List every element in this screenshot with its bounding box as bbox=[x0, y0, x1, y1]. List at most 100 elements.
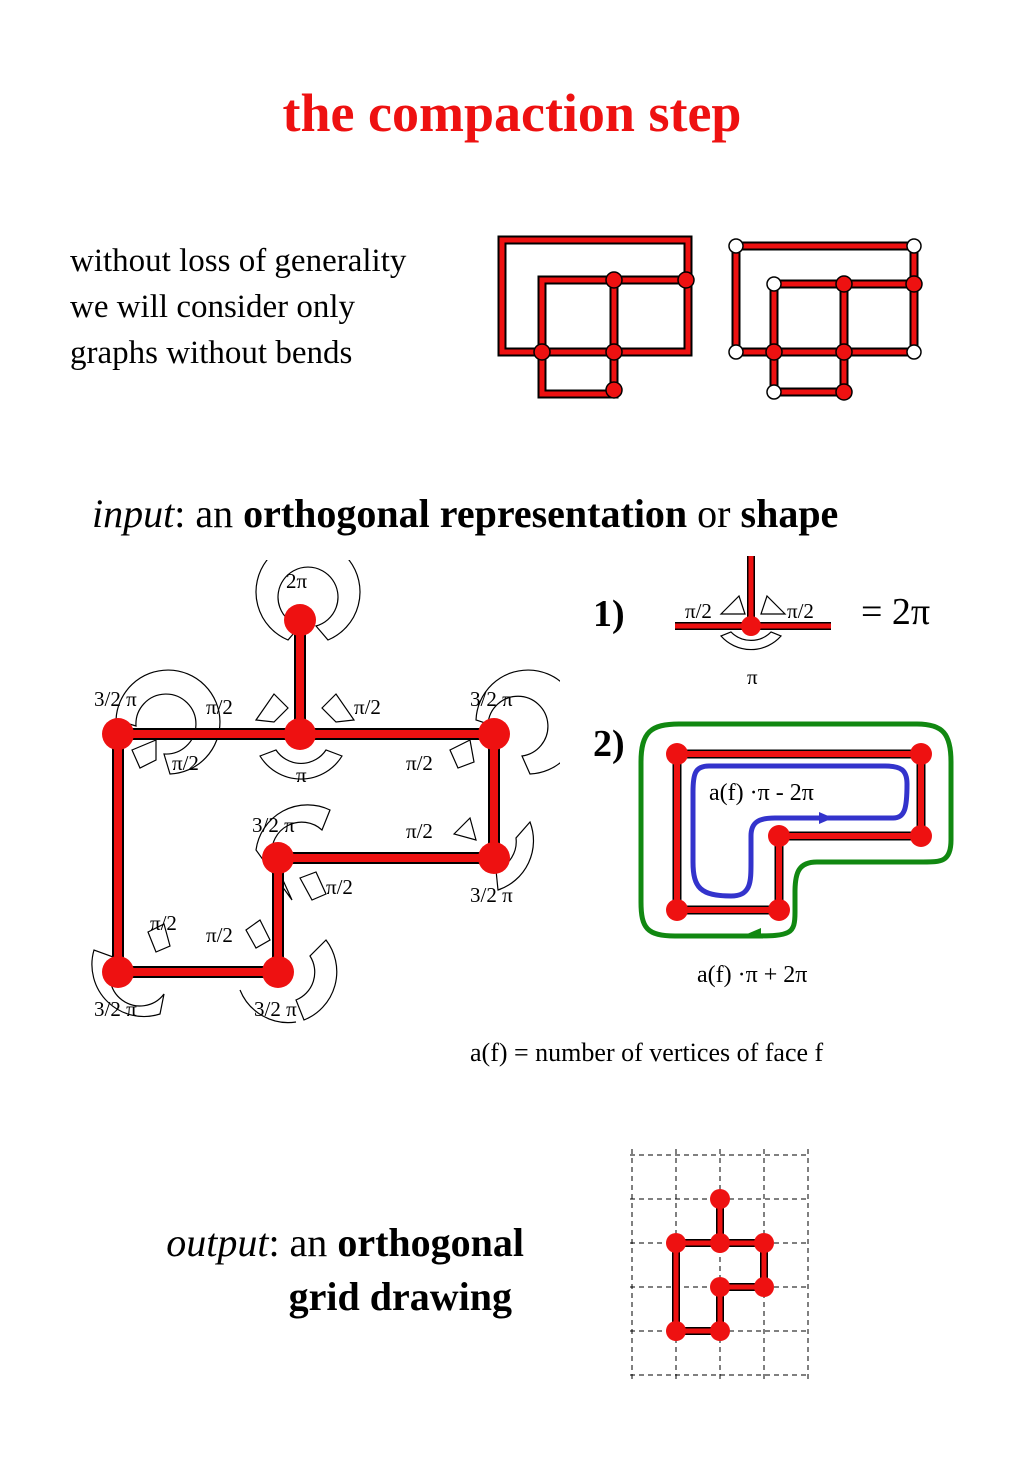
intro-line-1: without loss of generality bbox=[70, 243, 407, 279]
outer-arrow-icon bbox=[747, 928, 761, 938]
vertex bbox=[768, 899, 790, 921]
vertex bbox=[741, 616, 761, 636]
vertex bbox=[905, 275, 923, 293]
angle-label: 3/2 π bbox=[94, 687, 137, 711]
output-label: output bbox=[166, 1220, 269, 1265]
vertex bbox=[910, 743, 932, 765]
intro-line-3: graphs without bends bbox=[70, 335, 353, 371]
vertex bbox=[605, 271, 623, 289]
orthogonal-representation-diagram: 2π 3/2 π π/2 π/2 3/2 π π/2 π π/2 3/2 π π… bbox=[91, 560, 560, 1024]
rule-1-result: = 2π bbox=[861, 591, 930, 633]
vertex bbox=[605, 381, 623, 399]
rule-1-bottom-label: π bbox=[747, 665, 758, 689]
angle-label: π/2 bbox=[406, 751, 433, 775]
input-term-2: shape bbox=[740, 491, 839, 536]
input-heading: input: an orthogonal representation or s… bbox=[92, 490, 838, 537]
vertex bbox=[666, 1233, 686, 1253]
vertex bbox=[677, 271, 695, 289]
dummy-vertex bbox=[906, 238, 922, 254]
vertex bbox=[533, 343, 551, 361]
vertex bbox=[262, 842, 294, 874]
angle-label: 3/2 π bbox=[470, 883, 513, 907]
vertex bbox=[768, 825, 790, 847]
angle-label: π/2 bbox=[150, 911, 177, 935]
output-heading: output: an orthogonal grid drawing bbox=[116, 1216, 524, 1324]
inner-arrow-icon bbox=[819, 812, 833, 824]
rule-1-right-label: π/2 bbox=[787, 599, 814, 623]
grid-lines bbox=[630, 1149, 810, 1381]
input-term-1: orthogonal representation bbox=[243, 491, 688, 536]
vertex bbox=[710, 1233, 730, 1253]
rule-1-number: 1) bbox=[593, 593, 625, 635]
outer-face-formula: a(f) ·π + 2π bbox=[697, 962, 807, 988]
vertex bbox=[710, 1189, 730, 1209]
graph-with-bends bbox=[497, 235, 695, 399]
rule-1-arcs bbox=[719, 594, 787, 651]
vertex bbox=[478, 842, 510, 874]
angle-label: 2π bbox=[286, 569, 308, 593]
angle-label: 3/2 π bbox=[254, 997, 297, 1021]
vertex bbox=[765, 343, 783, 361]
angle-label: π/2 bbox=[354, 695, 381, 719]
intro-text: without loss of generality we will consi… bbox=[70, 238, 406, 376]
vertex bbox=[835, 383, 853, 401]
vertex bbox=[910, 825, 932, 847]
intro-line-2: we will consider only bbox=[70, 289, 356, 325]
dummy-vertex bbox=[906, 344, 922, 360]
dummy-vertex bbox=[728, 238, 744, 254]
vertex bbox=[754, 1233, 774, 1253]
dummy-vertex bbox=[728, 344, 744, 360]
vertex bbox=[102, 956, 134, 988]
vertex bbox=[284, 604, 316, 636]
inner-face-formula: a(f) ·π - 2π bbox=[709, 780, 814, 806]
vertex bbox=[835, 343, 853, 361]
output-term-2: grid drawing bbox=[288, 1274, 512, 1319]
input-colon: : an bbox=[174, 491, 244, 536]
angle-label: 3/2 π bbox=[470, 687, 513, 711]
angle-label: 3/2 π bbox=[252, 813, 295, 837]
inner-face-path bbox=[690, 763, 910, 899]
grid-drawing bbox=[630, 1149, 810, 1381]
face-definition: a(f) = number of vertices of face f bbox=[470, 1038, 824, 1067]
dummy-vertex bbox=[766, 276, 782, 292]
page-title: the compaction step bbox=[282, 83, 742, 143]
output-line-2: grid drawing bbox=[116, 1270, 524, 1324]
outer-face-path bbox=[638, 721, 954, 939]
rule-1-edges bbox=[675, 556, 831, 636]
angle-label: π/2 bbox=[172, 751, 199, 775]
angle-label: π/2 bbox=[326, 875, 353, 899]
bends-illustration bbox=[497, 235, 923, 401]
input-label: input bbox=[92, 491, 175, 536]
angle-label: 3/2 π bbox=[94, 997, 137, 1021]
graph-without-bends bbox=[728, 238, 923, 401]
input-or: or bbox=[687, 491, 741, 536]
graph-vertices bbox=[102, 604, 510, 988]
vertex bbox=[666, 1321, 686, 1341]
vertex bbox=[102, 718, 134, 750]
vertex bbox=[710, 1321, 730, 1341]
angle-labels: 2π 3/2 π π/2 π/2 3/2 π π/2 π π/2 3/2 π π… bbox=[94, 569, 513, 1021]
rule-2-diagram: 2) a(f) ·π - 2π a(f) ·π + 2π bbox=[593, 721, 954, 988]
vertex bbox=[835, 275, 853, 293]
output-line-1: output: an orthogonal bbox=[116, 1216, 524, 1270]
angle-label: π bbox=[296, 763, 307, 787]
dummy-vertex bbox=[766, 384, 782, 400]
rule-1-diagram: 1) π/2 π/2 π = 2π bbox=[593, 556, 930, 689]
vertex bbox=[710, 1277, 730, 1297]
rule-2-edges bbox=[666, 743, 932, 921]
output-term-1: orthogonal bbox=[337, 1220, 524, 1265]
angle-label: π/2 bbox=[206, 923, 233, 947]
angle-arcs bbox=[91, 560, 560, 1024]
vertex bbox=[754, 1277, 774, 1297]
output-colon: : an bbox=[268, 1220, 338, 1265]
rule-1-left-label: π/2 bbox=[685, 599, 712, 623]
grid-graph bbox=[666, 1189, 774, 1341]
vertex bbox=[284, 718, 316, 750]
vertex bbox=[605, 343, 623, 361]
vertex bbox=[262, 956, 294, 988]
angle-label: π/2 bbox=[406, 819, 433, 843]
vertex bbox=[666, 743, 688, 765]
angle-label: π/2 bbox=[206, 695, 233, 719]
vertex bbox=[478, 718, 510, 750]
vertex bbox=[666, 899, 688, 921]
